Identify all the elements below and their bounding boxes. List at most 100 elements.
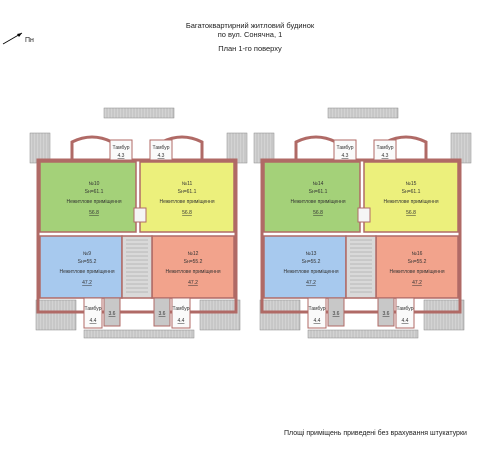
room-area: Sн=61.1	[85, 189, 104, 195]
vestibule-area: 4.3	[382, 153, 389, 159]
room-net-area: 56.8	[89, 210, 99, 216]
room-2	[139, 161, 235, 233]
vestibule-area: 4.4	[314, 318, 321, 324]
room-type: Нежитлове приміщення	[165, 269, 220, 275]
bottom-steps	[83, 329, 195, 339]
room-4	[151, 235, 235, 299]
room-number: №10	[89, 181, 100, 187]
room-area: Sн=61.1	[178, 189, 197, 195]
room-number: №11	[182, 181, 193, 187]
vestibule-label: Тамбур	[113, 145, 130, 151]
room-net-area: 56.8	[313, 210, 323, 216]
footnote: Площі приміщень приведені без врахування…	[284, 430, 467, 437]
bottom-steps	[307, 329, 419, 339]
room-type: Нежитлове приміщення	[290, 199, 345, 205]
service-room-area: 3.6	[383, 311, 390, 317]
room-type: Нежитлове приміщення	[66, 199, 121, 205]
vestibule-label: Тамбур	[85, 306, 102, 312]
outer-wall	[260, 158, 462, 314]
vestibule-label: Тамбур	[173, 306, 190, 312]
terrace-left	[29, 132, 51, 164]
room-2	[363, 161, 459, 233]
vestibule-bottom-1	[83, 297, 103, 329]
stair-core	[121, 235, 153, 299]
vestibule-label: Тамбур	[337, 145, 354, 151]
room-net-area: 47.2	[412, 280, 422, 286]
vestibule-label: Тамбур	[309, 306, 326, 312]
service-room-2	[153, 297, 171, 327]
vestibule-area: 4.3	[158, 153, 165, 159]
vestibule-top-2	[373, 139, 397, 161]
room-area: Sн=55.2	[408, 259, 427, 265]
room-net-area: 47.2	[188, 280, 198, 286]
room-type: Нежитлове приміщення	[383, 199, 438, 205]
room-net-area: 56.8	[182, 210, 192, 216]
service-room-2	[377, 297, 395, 327]
room-net-area: 47.2	[82, 280, 92, 286]
room-area: Sн=55.2	[184, 259, 203, 265]
vestibule-bottom-1	[307, 297, 327, 329]
lift-shaft	[133, 207, 147, 223]
bay-window-left	[70, 135, 114, 160]
service-room-1	[103, 297, 121, 327]
terrace-right	[226, 132, 248, 164]
room-net-area: 47.2	[306, 280, 316, 286]
vestibule-label: Тамбур	[397, 306, 414, 312]
room-type: Нежитлове приміщення	[389, 269, 444, 275]
room-3	[263, 235, 347, 299]
room-1	[39, 161, 137, 233]
room-number: №13	[306, 251, 317, 257]
lift-shaft	[357, 207, 371, 223]
title-line-1: Багатоквартирний житловий будинок	[185, 21, 315, 30]
title-line-2: по вул. Сонячна, 1	[217, 30, 283, 39]
room-type: Нежитлове приміщення	[59, 269, 114, 275]
terrace-right	[450, 132, 472, 164]
vestibule-top-1	[109, 139, 133, 161]
north-arrowhead-icon	[17, 33, 22, 37]
room-area: Sн=55.2	[302, 259, 321, 265]
service-room-area: 3.6	[333, 311, 340, 317]
title-line-3: План 1-го поверху	[218, 44, 282, 53]
bottom-terrace-left	[259, 299, 301, 331]
vestibule-area: 4.4	[90, 318, 97, 324]
north-label: Пн	[25, 37, 34, 44]
room-number: №14	[313, 181, 324, 187]
vestibule-area: 4.4	[178, 318, 185, 324]
top-terrace	[327, 107, 399, 119]
room-number: №9	[83, 251, 91, 257]
room-type: Нежитлове приміщення	[283, 269, 338, 275]
bottom-terrace-right	[423, 299, 465, 331]
service-room-1	[327, 297, 345, 327]
top-terrace	[103, 107, 175, 119]
outer-wall	[36, 158, 238, 314]
service-room-area: 3.6	[159, 311, 166, 317]
bay-window-left	[294, 135, 338, 160]
vestibule-top-2	[149, 139, 173, 161]
bottom-terrace-left	[35, 299, 77, 331]
room-area: Sн=61.1	[402, 189, 421, 195]
vestibule-bottom-2	[171, 297, 191, 329]
vestibule-label: Тамбур	[377, 145, 394, 151]
vestibule-area: 4.3	[342, 153, 349, 159]
vestibule-label: Тамбур	[153, 145, 170, 151]
room-net-area: 56.8	[406, 210, 416, 216]
room-4	[375, 235, 459, 299]
room-number: №15	[406, 181, 417, 187]
vestibule-area: 4.3	[118, 153, 125, 159]
room-area: Sн=55.2	[78, 259, 97, 265]
room-area: Sн=61.1	[309, 189, 328, 195]
room-type: Нежитлове приміщення	[159, 199, 214, 205]
service-room-area: 3.6	[109, 311, 116, 317]
vestibule-area: 4.4	[402, 318, 409, 324]
stair-core	[345, 235, 377, 299]
room-number: №16	[412, 251, 423, 257]
room-1	[263, 161, 361, 233]
vestibule-bottom-2	[395, 297, 415, 329]
room-number: №12	[188, 251, 199, 257]
room-3	[39, 235, 123, 299]
bottom-terrace-right	[199, 299, 241, 331]
vestibule-top-1	[333, 139, 357, 161]
